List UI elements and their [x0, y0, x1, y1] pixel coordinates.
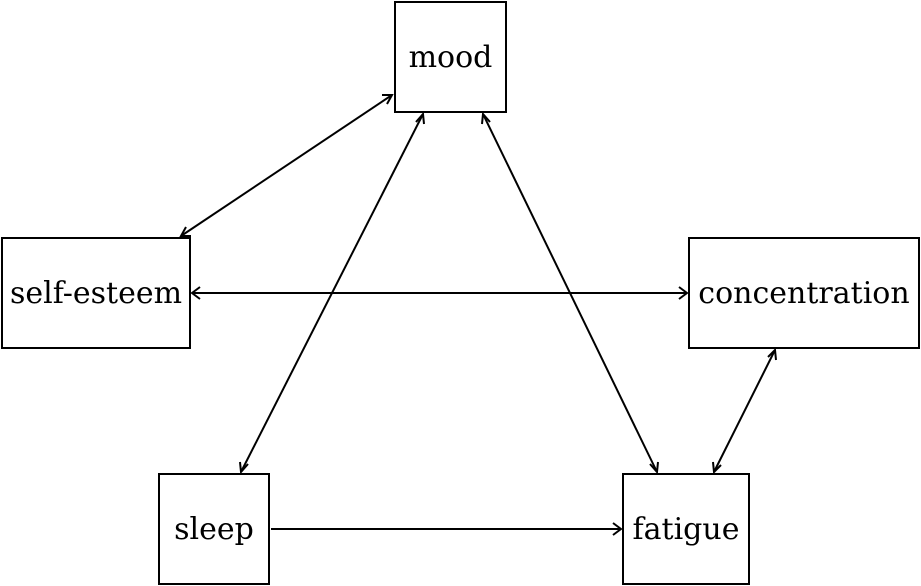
edge-mood-self-esteem	[179, 94, 394, 237]
node-fatigue: fatigue	[622, 473, 750, 585]
node-concentration-label: concentration	[698, 275, 910, 311]
edge-sleep-fatigue	[271, 522, 623, 536]
node-fatigue-label: fatigue	[632, 511, 740, 547]
node-self-esteem-label: self-esteem	[9, 275, 183, 311]
node-self-esteem: self-esteem	[1, 237, 191, 349]
node-mood: mood	[394, 1, 507, 113]
edge-concentration-fatigue	[712, 347, 777, 475]
node-mood-label: mood	[408, 39, 493, 75]
node-concentration: concentration	[688, 237, 920, 349]
node-sleep: sleep	[158, 473, 270, 585]
node-sleep-label: sleep	[174, 511, 254, 547]
edge-self-esteem-concentration	[190, 286, 689, 300]
